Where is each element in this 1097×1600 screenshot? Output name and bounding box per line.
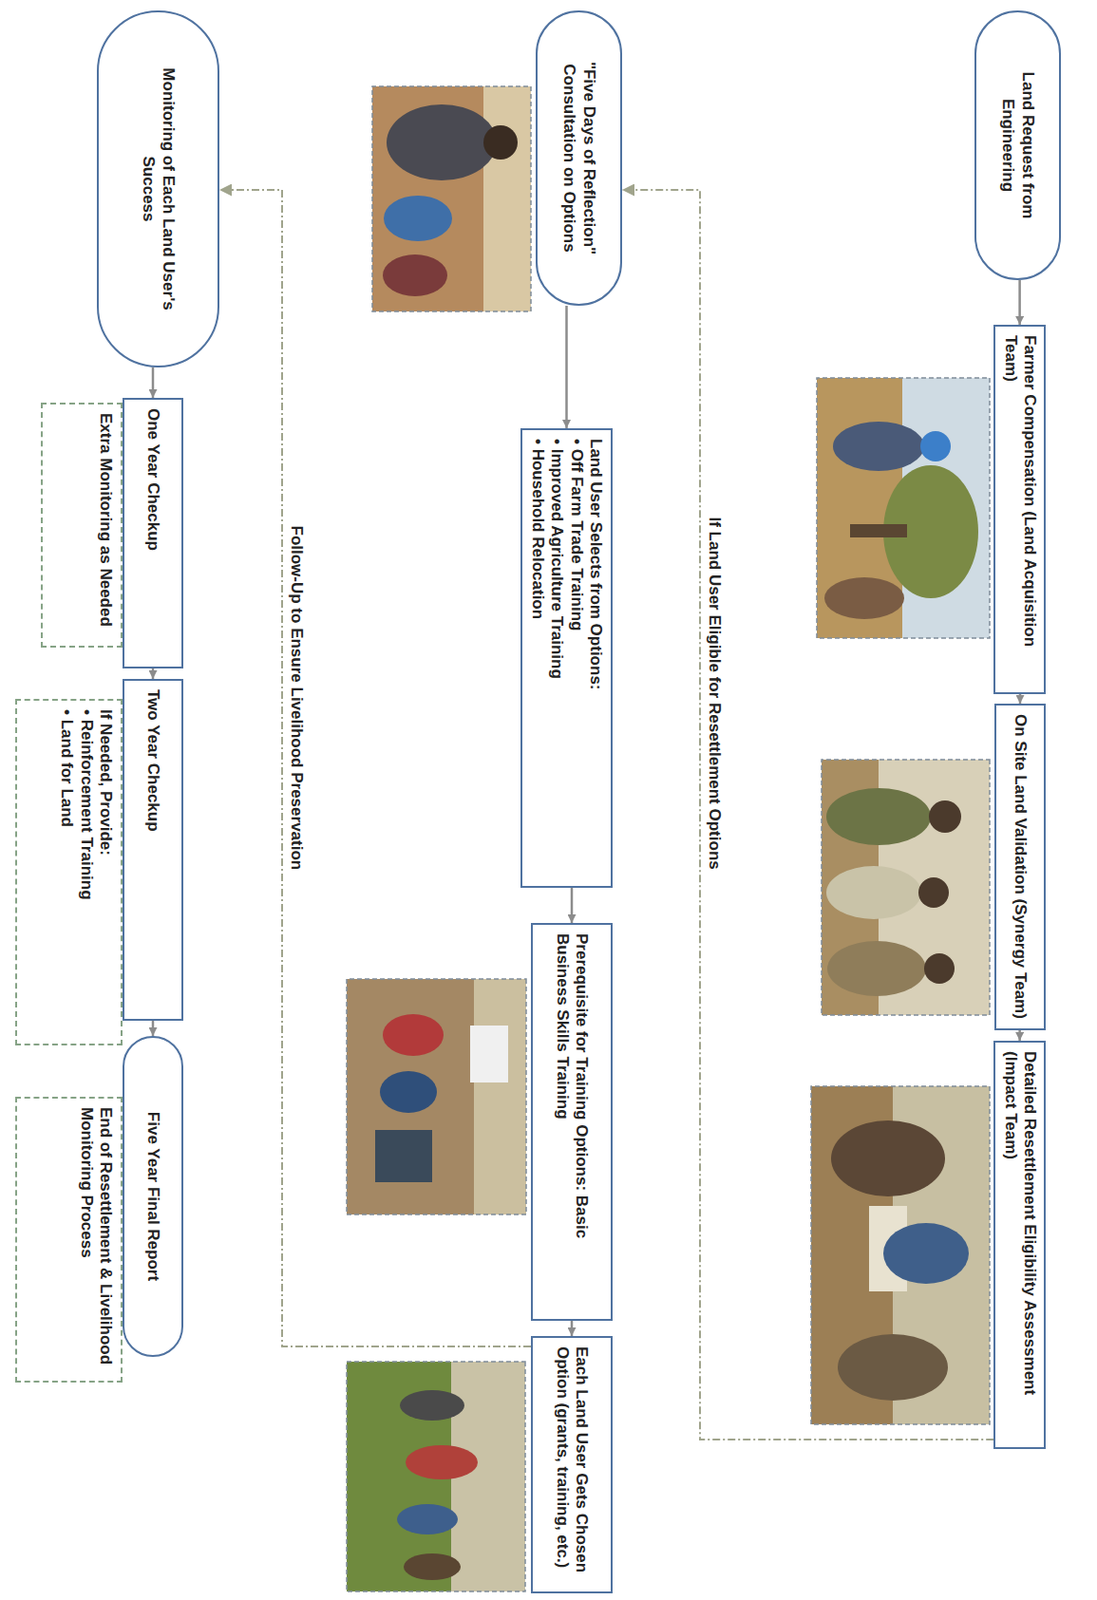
- node-text: Prerequisite for Training Options: Basic…: [552, 933, 592, 1311]
- photo-background: [346, 979, 527, 1215]
- node-text: Each Land User Gets Chosen Option (grant…: [552, 1346, 592, 1584]
- connector-arrow: [151, 668, 155, 680]
- node-text: If Needed, Provide:: [95, 709, 115, 1036]
- photo-person: [382, 1014, 444, 1057]
- photo-wall: [473, 979, 527, 1215]
- connector-arrow: [1018, 1030, 1022, 1041]
- process-box: Land User Selects from Options:• Off Far…: [520, 428, 613, 889]
- node-text: "Five Days of Reflection" Consultation o…: [559, 35, 599, 282]
- node-text: End of Resettlement & Livelihood Monitor…: [75, 1107, 115, 1373]
- photo-frame: [346, 979, 527, 1215]
- photo-sky: [816, 378, 990, 639]
- node-text: Extra Monitoring as Needed: [95, 413, 115, 638]
- photo-frame: [821, 759, 990, 1016]
- node-text: Farmer Compensation (Land Acquisition Te…: [1000, 335, 1040, 684]
- node-text: On Site Land Validation (Synergy Team): [1010, 714, 1030, 1021]
- connector-arrow: [570, 1321, 574, 1337]
- photo-frame: [346, 1361, 526, 1592]
- photo-person: [382, 254, 448, 297]
- node-text: • Reinforcement Training: [75, 709, 95, 1036]
- photo-person: [386, 104, 497, 181]
- photo-board: [470, 1025, 509, 1083]
- node-text: • Improved Agriculture Training: [547, 438, 567, 878]
- node-text: • Land for Land: [56, 709, 76, 1036]
- process-box: Each Land User Gets Chosen Option (grant…: [530, 1336, 613, 1594]
- node-text: One Year Checkup: [143, 408, 163, 659]
- photo-person: [405, 1445, 478, 1480]
- process-box: Two Year Checkup: [122, 679, 184, 1022]
- connector-arrow: [151, 1021, 155, 1037]
- photo-person: [883, 1223, 969, 1285]
- photo-head: [918, 877, 949, 908]
- photo-head: [483, 125, 518, 160]
- connector-arrow: [622, 189, 994, 1440]
- connector-arrow: [151, 367, 155, 398]
- photo: [821, 759, 990, 1016]
- photo-person: [379, 1071, 437, 1114]
- node-text: Monitoring of Each Land User's Success: [138, 35, 178, 343]
- process-box: Prerequisite for Training Options: Basic…: [530, 923, 613, 1322]
- photo-person: [832, 421, 925, 472]
- node-text: • Off Farm Trade Training: [567, 438, 587, 878]
- photo-head: [928, 800, 962, 833]
- photo-person: [824, 577, 905, 620]
- photo-person: [399, 1390, 465, 1421]
- node-text: Five Year Final Report: [143, 1112, 163, 1282]
- terminal-oval: Monitoring of Each Land User's Success: [96, 10, 220, 368]
- connector-arrow: [1018, 280, 1022, 325]
- photo-frame: [372, 86, 531, 312]
- photo-person: [827, 941, 927, 997]
- process-box: On Site Land Validation (Synergy Team): [994, 703, 1046, 1031]
- note-box: Extra Monitoring as Needed: [40, 402, 123, 648]
- edge-label: If Land User Eligible for Resettlement O…: [704, 514, 724, 873]
- terminal-oval: Land Request from Engineering: [974, 10, 1061, 281]
- note-box: If Needed, Provide:• Reinforcement Train…: [15, 699, 123, 1046]
- photo: [816, 378, 990, 639]
- photo-trunk: [850, 524, 908, 538]
- note-box: End of Resettlement & Livelihood Monitor…: [15, 1097, 123, 1383]
- photo-frame: [816, 378, 990, 639]
- photo: [372, 86, 531, 312]
- process-box: One Year Checkup: [122, 397, 184, 669]
- photo-person: [831, 1120, 946, 1197]
- connector-arrow: [1019, 694, 1022, 704]
- connector-arrow: [565, 305, 568, 429]
- photo-person: [826, 866, 922, 920]
- photo-person: [826, 788, 931, 846]
- photo-background: [811, 1086, 990, 1425]
- photo-head: [924, 953, 955, 984]
- terminal-oval: "Five Days of Reflection" Consultation o…: [535, 10, 623, 306]
- process-box: Detailed Resettlement Eligibility Assess…: [993, 1040, 1046, 1450]
- photo-background: [821, 759, 990, 1016]
- photo-background: [372, 86, 531, 312]
- connector-arrow: [570, 888, 574, 924]
- connector-arrow: [219, 189, 531, 1347]
- photo-person: [397, 1504, 458, 1535]
- process-box: Farmer Compensation (Land Acquisition Te…: [993, 324, 1046, 695]
- photo-helmet: [920, 431, 951, 462]
- photo: [811, 1086, 990, 1425]
- terminal-oval: Five Year Final Report: [122, 1036, 184, 1358]
- node-text: Land User Selects from Options:: [586, 438, 606, 878]
- photo: [346, 979, 527, 1215]
- photo-wall: [483, 86, 531, 312]
- photo-person: [383, 195, 453, 242]
- edge-label: Follow-Up to Ensure Livelihood Preservat…: [286, 523, 306, 874]
- photo-person: [403, 1553, 461, 1581]
- node-text: Detailed Resettlement Eligibility Assess…: [1000, 1051, 1040, 1439]
- node-text: • Household Relocation: [528, 438, 548, 878]
- photo-frame: [811, 1086, 990, 1425]
- photo-person: [837, 1334, 948, 1401]
- photo-sky: [346, 1361, 526, 1592]
- photo: [346, 1361, 526, 1592]
- node-text: Land Request from Engineering: [998, 35, 1038, 256]
- node-text: Two Year Checkup: [143, 689, 163, 1011]
- photo-board: [375, 1130, 433, 1183]
